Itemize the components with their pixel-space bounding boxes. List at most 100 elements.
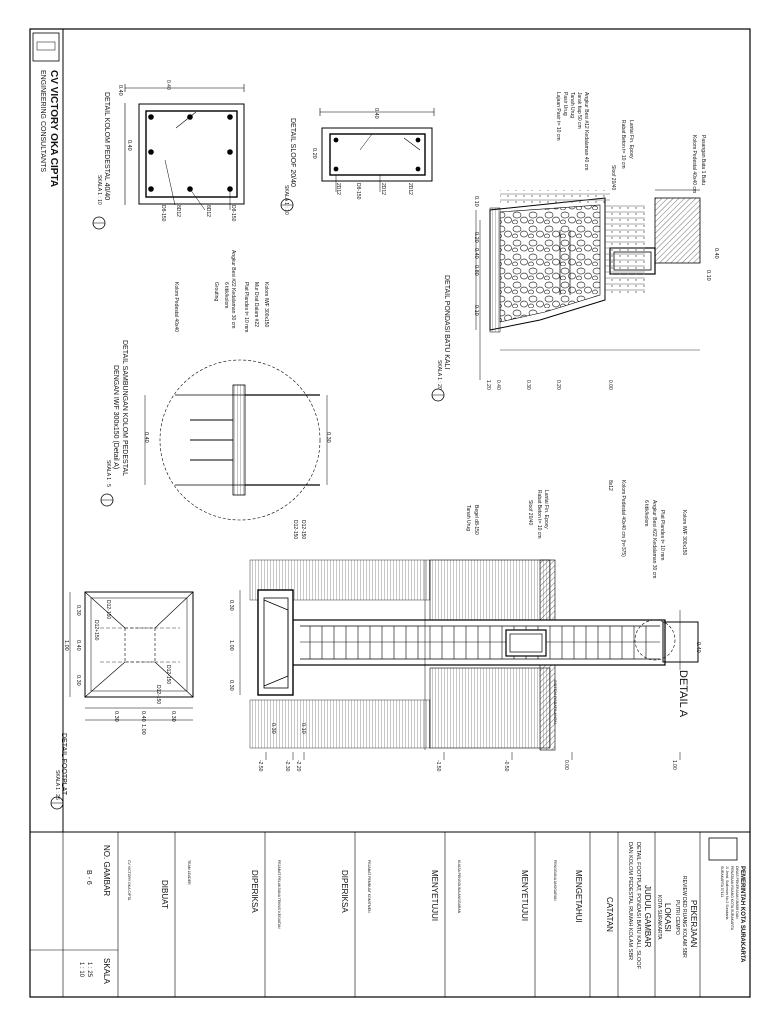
footplat-dim-1: 1.00 — [63, 640, 69, 651]
main-elev-6: -2.30 — [284, 760, 290, 772]
main-dim-5: 0.30 — [270, 723, 276, 734]
sambungan-callout-5: 6 titik/kolom — [223, 282, 229, 309]
sloof-dim-h: 0.20 — [311, 148, 317, 159]
main-callout-2: Plat Plandes t= 10 mm — [659, 510, 665, 561]
pondasi-callout-5: Angkur Besi #12 Kedalaman 40 cm — [583, 92, 589, 171]
sloof-label-2: D8-150 — [355, 183, 361, 200]
skala-value-2: 1 : 10 — [78, 962, 84, 978]
kolom-dim-top: 0.40 — [165, 80, 171, 90]
skala-label: SKALA — [102, 958, 111, 984]
owner-title: PEMERINTAH KOTA SURAKARTA — [739, 866, 745, 963]
pondasi-elev-3: 0.30 — [525, 380, 531, 390]
main-elev-4: -1.50 — [435, 760, 441, 772]
pondasi-callout-10: Sloof 20/40 — [610, 165, 616, 191]
pondasi-callout-2: Kolom Pedestal 40x40 cm — [691, 135, 697, 194]
catatan-label: CATATAN — [605, 897, 614, 932]
kolom-dim-h: 0.40 — [126, 140, 132, 151]
footplat-rebar-2: D12-150 — [165, 665, 171, 685]
owner-line-2: PENATAAN RUANG KOTA SURAKARTA — [730, 866, 734, 931]
owner-line-1: DINAS PEKERJAAN UMUM DAN — [735, 866, 739, 919]
pondasi-callout-1: Pasangan Bata 1 Batu — [700, 135, 706, 186]
menyetujui-2-line: PEJABAT PEMBUAT KOMITMEN — [367, 860, 371, 913]
footplat-title: DETAIL FOOTPLAT — [60, 733, 67, 796]
main-elev-1: 1.00 — [671, 760, 677, 770]
main-dim-1: 0.40 — [695, 642, 701, 653]
main-callout-4: 6 titik/kolom — [643, 500, 649, 527]
sloof-label-3: 2D12 — [380, 183, 386, 195]
detail-footplat-plan — [50, 591, 194, 810]
kolom-label-a: 8D12 — [175, 205, 181, 217]
menyetujui-2-label: MENYETUJUI — [430, 870, 439, 922]
main-callout-11: Tanah Urug — [465, 505, 471, 531]
owner-line-3: Jl. Jend. Sudirman No.2 Surakarta — [725, 866, 729, 920]
detail-kolom-pedestal — [92, 84, 245, 230]
pondasi-callout-3: Lantai Fin. Epoxy — [628, 120, 634, 159]
detail-sambungan-kolom — [100, 359, 328, 521]
sambungan-callout-2: Mur Drat Dalam #22 — [253, 282, 259, 328]
kolom-label-c: 8D12 — [205, 205, 211, 217]
footplat-rebar-1: D12-150 — [105, 600, 111, 620]
sambungan-callout-1: Kolom IWF 300x150 — [263, 282, 269, 328]
no-gambar-value: B - 6 — [85, 870, 92, 885]
sambungan-callout-3: Plat Plandes t= 10 mm — [243, 282, 249, 333]
detail-a-label: DETAIL A — [677, 670, 689, 718]
main-dim-4: 0.30 — [228, 680, 234, 691]
kolom-label-b: D8-150 — [160, 205, 166, 222]
diperiksa-1-label: DIPERIKSA — [340, 870, 349, 913]
footplat-rebar-4: D12+150 — [93, 620, 99, 641]
pondasi-dim-6: 0.80 — [473, 265, 479, 276]
skala-value: 1 : 25 — [86, 962, 92, 978]
kolom-label-d: D8-150 — [230, 205, 236, 222]
company-name: CV VICTORY OKA CIPTA — [48, 70, 59, 188]
detail-main-section — [239, 559, 699, 760]
main-dim-6: 0.10 — [300, 723, 306, 734]
footplat-scale: SKALA 1 : 25 — [54, 770, 60, 800]
main-elev-5: -2.20 — [295, 760, 301, 772]
pekerjaan-label: PEKERJAAN — [689, 900, 698, 948]
main-elev-2: 0.00 — [563, 760, 569, 770]
judul-label: JUDUL GAMBAR — [643, 885, 652, 948]
kolom-pedestal-scale: SKALA 1 : 10 — [96, 175, 102, 205]
sloof-label-4: 2D12 — [407, 183, 413, 195]
title-block — [29, 831, 751, 998]
sambungan-callout-4: Angkur Besi #22 Kedalaman 30 cm — [230, 250, 236, 329]
main-callout-7: Lantai Fin. Epoxy — [543, 490, 549, 529]
main-elev-7: -2.50 — [257, 760, 263, 772]
main-callout-12: D12-150 — [300, 520, 306, 540]
menyetujui-1-line: KUASA PENGGUNA ANGGARAN — [457, 860, 461, 914]
pondasi-title: DETAIL PONDASI BATU KALI — [443, 275, 450, 370]
sloof-scale: SKALA 1 : 10 — [283, 185, 289, 215]
kolom-dim-w: 0.40 — [117, 85, 123, 96]
no-gambar-label: NO. GAMBAR — [102, 845, 111, 897]
lokasi-value: KOTA SURAKARTA — [656, 895, 662, 940]
main-callout-13: D12-150 — [292, 520, 298, 540]
pondasi-callout-6: Jarak tiap 50 cm — [576, 92, 582, 129]
footplat-dim-2: 0.30 — [75, 605, 81, 616]
main-elev-3: -0.50 — [503, 760, 509, 772]
sambungan-title: DETAIL SAMBUNGAN KOLOM PEDESTAL — [121, 340, 128, 477]
dibuat-line: CV VICTORY OKA CIPTA — [127, 860, 131, 901]
kolom-pedestal-title: DETAIL KOLOM PEDESTAL 40/40 — [103, 92, 110, 201]
footplat-dim-3: 0.40 — [75, 640, 81, 651]
owner-line-4: SURAKARTA 57111 — [720, 866, 724, 898]
sambungan-scale: SKALA 1 : 5 — [105, 460, 111, 487]
sheet-border — [29, 28, 751, 998]
company-logo — [32, 32, 60, 62]
sambungan-callout-7: Kolom Pedestal 40x40 — [173, 282, 179, 333]
main-callout-1: Kolom IWF 300x150 — [681, 510, 687, 556]
pondasi-elev-4: 0.40 — [495, 380, 501, 390]
detail-pondasi-batu-kali — [431, 189, 701, 402]
pondasi-elev-2: 0.20 — [555, 380, 561, 390]
pondasi-dim-7: 0.10 — [705, 270, 711, 281]
detail-sloof — [280, 108, 435, 212]
sloof-label-1: 2D12 — [335, 183, 341, 195]
pondasi-callout-8: Pasir Urug — [562, 92, 568, 116]
footplat-dim-6: 0.40 — [140, 711, 146, 722]
government-logo — [708, 837, 738, 861]
judul-value: DETAIL FOOTPLAT, PONDASI BATU KALI, SLOO… — [635, 842, 641, 969]
footplat-dim-8: 1.00 — [140, 724, 146, 735]
main-dim-2: 0.30 — [228, 600, 234, 611]
main-callout-3: Angkur Besi #22 Kedalaman 30 cm — [651, 500, 657, 579]
sloof-title: DETAIL SLOOF 20/40 — [289, 118, 296, 187]
